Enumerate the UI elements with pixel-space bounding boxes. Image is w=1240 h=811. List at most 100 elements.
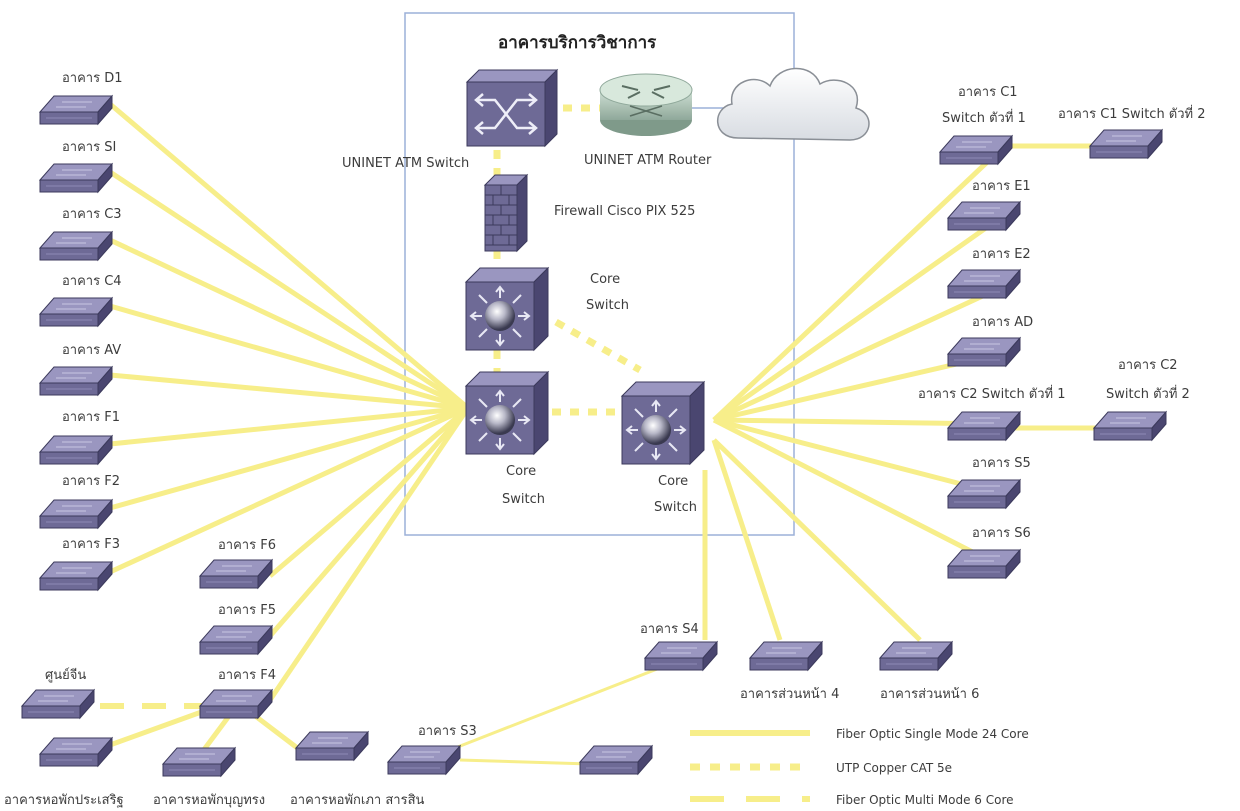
label-c1-switch2: อาคาร C1 Switch ตัวที่ 2	[1058, 105, 1206, 122]
label-dorm1: อาคารหอพักประเสริฐ	[4, 793, 124, 808]
label-front4: อาคารส่วนหน้า 4	[740, 687, 839, 702]
link-c4	[109, 303, 469, 411]
label-e2: อาคาร E2	[972, 247, 1031, 262]
links	[100, 102, 1100, 766]
switch-f1	[39, 435, 113, 465]
switch-f2	[39, 499, 113, 529]
label-f3: อาคาร F3	[62, 537, 120, 552]
label-c2-switch1: อาคาร C2 Switch ตัวที่ 1	[918, 385, 1066, 402]
link-f5	[268, 406, 470, 638]
label-av: อาคาร AV	[62, 343, 121, 358]
label-c1-line1: อาคาร C1	[958, 85, 1018, 100]
link-c3	[108, 237, 470, 411]
core-switch-right	[621, 381, 705, 465]
switch-c2-1	[947, 411, 1021, 441]
label-f5: อาคาร F5	[218, 603, 276, 618]
label-core-left-1: Core	[506, 464, 536, 479]
switch-c4	[39, 297, 113, 327]
link-f4	[267, 406, 471, 702]
link-av	[109, 372, 469, 411]
switch-e1	[947, 201, 1021, 231]
label-f1: อาคาร F1	[62, 410, 120, 425]
link-f6	[268, 406, 470, 578]
link-si	[108, 169, 470, 411]
firewall	[483, 173, 529, 253]
link-f3	[108, 405, 470, 575]
label-si: อาคาร SI	[62, 140, 116, 155]
switch-s6	[947, 549, 1021, 579]
label-core-left-2: Switch	[502, 492, 545, 507]
label-f6: อาคาร F6	[218, 538, 276, 553]
label-e1: อาคาร E1	[972, 179, 1031, 194]
switch-front6	[879, 641, 953, 671]
link-e1	[712, 215, 1002, 423]
label-core-right-1: Core	[658, 474, 688, 489]
switch-f4	[199, 689, 273, 719]
legend-solid-label: Fiber Optic Single Mode 24 Core	[836, 727, 1029, 741]
link-front6	[712, 438, 922, 642]
switch-d1	[39, 95, 113, 125]
switch-dorm3	[295, 731, 369, 761]
label-dorm2: อาคารหอพักบุญทรง	[153, 793, 265, 808]
switch-dorm1	[39, 737, 113, 767]
label-s3: อาคาร S3	[418, 724, 477, 739]
label-c2-switch2-line1: อาคาร C2	[1118, 358, 1178, 373]
label-atm-switch: UNINET ATM Switch	[342, 156, 469, 171]
switch-ad	[947, 337, 1021, 367]
switch-china	[21, 689, 95, 719]
switch-s3	[387, 745, 461, 775]
switch-f6	[199, 559, 273, 589]
label-atm-router: UNINET ATM Router	[584, 153, 712, 168]
label-core-top-1: Core	[590, 272, 620, 287]
label-china: ศูนย์จีน	[45, 667, 86, 683]
atm-switch	[465, 68, 559, 148]
label-d1: อาคาร D1	[62, 71, 123, 86]
link-f2	[109, 405, 469, 511]
core-switch-top	[465, 267, 549, 351]
label-ad: อาคาร AD	[972, 315, 1033, 330]
link-d1	[108, 102, 470, 410]
label-f2: อาคาร F2	[62, 474, 120, 489]
switch-c1-1	[939, 135, 1013, 165]
legend: Fiber Optic Single Mode 24 Core UTP Copp…	[690, 727, 1029, 807]
switch-si	[39, 163, 113, 193]
diagram-title: อาคารบริการวิชาการ	[498, 33, 657, 53]
label-core-right-2: Switch	[654, 500, 697, 515]
label-firewall: Firewall Cisco PIX 525	[554, 204, 695, 219]
label-core-top-2: Switch	[586, 298, 629, 313]
switch-front4	[749, 641, 823, 671]
link-front4	[711, 439, 783, 641]
label-c1-line2: Switch ตัวที่ 1	[942, 109, 1026, 126]
label-s5: อาคาร S5	[972, 456, 1031, 471]
switch-f3	[39, 561, 113, 591]
switch-s4	[644, 641, 718, 671]
label-s4: อาคาร S4	[640, 622, 699, 637]
atm-router	[599, 73, 693, 136]
switch-av	[39, 366, 113, 396]
label-c3: อาคาร C3	[62, 207, 122, 222]
switch-c3	[39, 231, 113, 261]
link-s5	[713, 417, 1001, 497]
link-core-core-diagonal	[554, 318, 642, 374]
link-c1	[712, 148, 1002, 422]
label-f4: อาคาร F4	[218, 668, 276, 683]
link-s3-next	[459, 758, 591, 766]
switch-s5	[947, 479, 1021, 509]
internet-cloud	[716, 67, 870, 141]
switch-c1-2	[1089, 129, 1163, 159]
switch-e2	[947, 269, 1021, 299]
label-c4: อาคาร C4	[62, 274, 122, 289]
switch-dorm2	[162, 747, 236, 777]
link-e2	[712, 285, 1002, 423]
link-s6	[712, 417, 1002, 569]
legend-dashed-label: Fiber Optic Multi Mode 6 Core	[836, 793, 1014, 807]
link-s3-s4	[449, 658, 681, 752]
legend-dotted-label: UTP Copper CAT 5e	[836, 761, 952, 775]
label-s6: อาคาร S6	[972, 526, 1031, 541]
switch-f5	[199, 625, 273, 655]
label-front6: อาคารส่วนหน้า 6	[880, 687, 979, 702]
central-building-frame	[404, 12, 795, 536]
label-c2-switch2-line2: Switch ตัวที่ 2	[1106, 385, 1190, 402]
link-f1	[109, 405, 469, 447]
